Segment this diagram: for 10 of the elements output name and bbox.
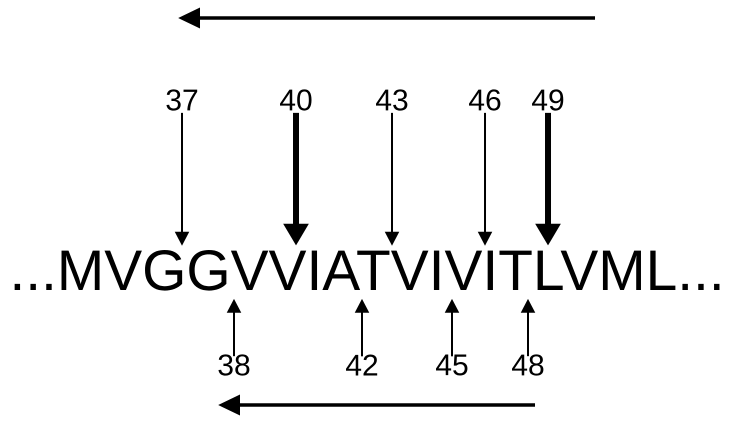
position-number: 49 (532, 89, 564, 111)
position-number: 37 (166, 89, 198, 111)
position-number: 46 (469, 89, 500, 111)
sequence-text: ...MVGGVVIATVIVITLVML... (14, 250, 720, 291)
position-number: 40 (280, 89, 312, 111)
position-number: 43 (376, 89, 408, 111)
position-number: 48 (512, 354, 544, 376)
position-number: 42 (346, 354, 378, 376)
position-number: 38 (218, 354, 250, 376)
position-number: 45 (436, 354, 468, 376)
